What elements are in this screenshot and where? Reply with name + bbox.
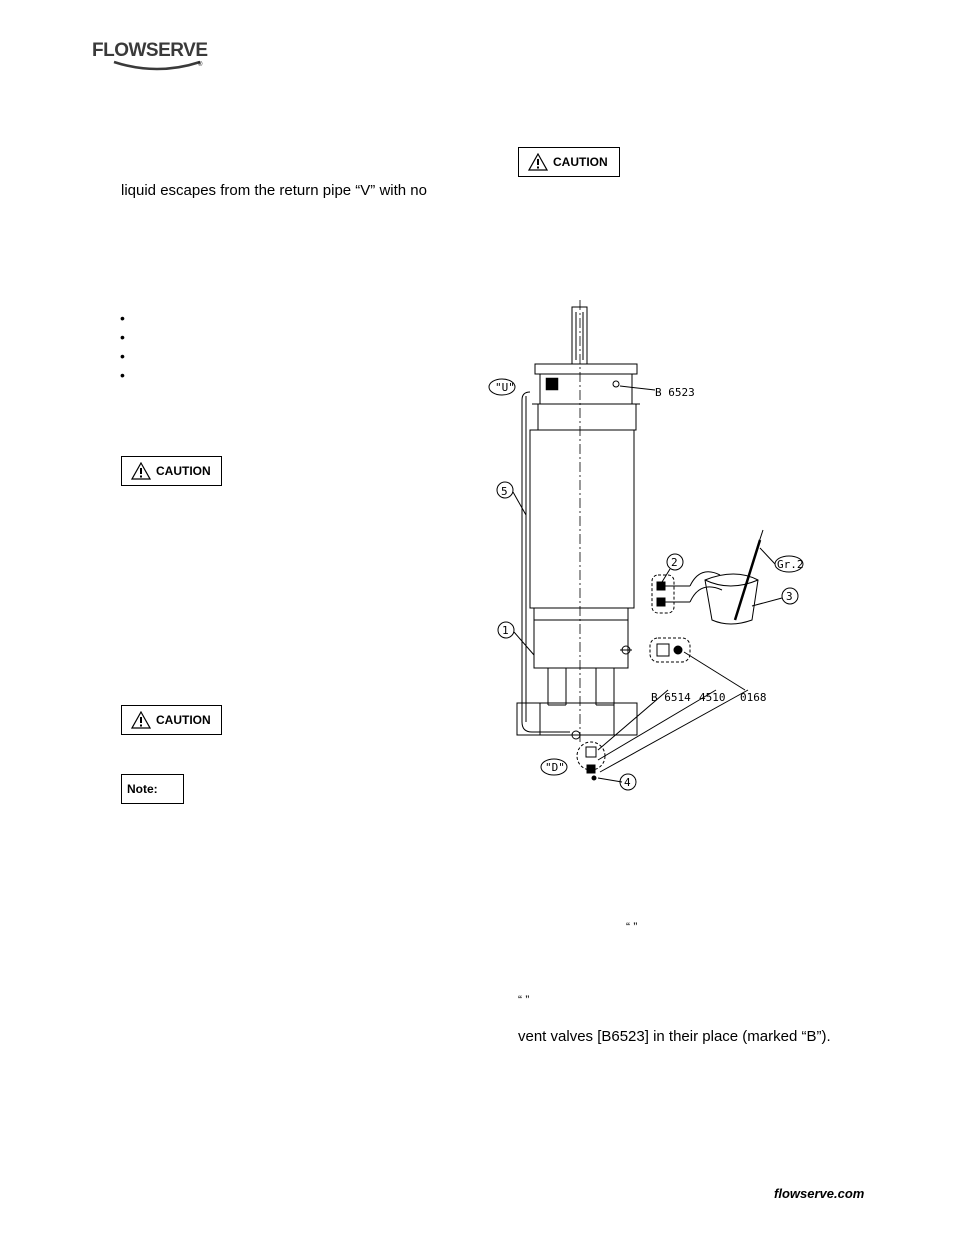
pump-technical-drawing: "U" B 6523 5 2 Gr.2 3 1 B 6514 4510 0168… <box>488 300 804 791</box>
bullet-3: • <box>120 348 125 364</box>
logo-registered-mark: ® <box>198 62 203 68</box>
vent-valves-text: vent valves [B6523] in their place (mark… <box>518 1028 831 1045</box>
logo-swoosh-icon <box>113 60 201 71</box>
quote-marks-mid: “ ” <box>626 920 638 934</box>
label-2: 2 <box>671 556 678 569</box>
quote-marks-lower: “ ” <box>518 993 530 1007</box>
caution-label: CAUTION <box>553 155 608 169</box>
label-5: 5 <box>501 485 508 498</box>
label-1: 1 <box>502 624 509 637</box>
warning-triangle-icon <box>131 462 151 480</box>
note-box: Note: <box>121 774 184 804</box>
caution-label: CAUTION <box>156 464 211 478</box>
warning-triangle-icon <box>131 711 151 729</box>
flowserve-logo: FLOWSERVE ® <box>92 40 208 76</box>
label-4510: 4510 <box>699 691 726 704</box>
label-4: 4 <box>624 776 631 789</box>
label-d: "D" <box>545 761 565 774</box>
logo-wordmark: FLOWSERVE <box>92 40 208 61</box>
label-3: 3 <box>786 590 793 603</box>
label-0168: 0168 <box>740 691 767 704</box>
caution-box-2: CAUTION <box>121 705 222 735</box>
label-b6523: B 6523 <box>655 386 695 399</box>
label-b6514: B 6514 <box>651 691 691 704</box>
bullet-1: • <box>120 310 125 326</box>
caution-label: CAUTION <box>156 713 211 727</box>
warning-triangle-icon <box>528 153 548 171</box>
bullet-4: • <box>120 367 125 383</box>
caution-box-top: CAUTION <box>518 147 620 177</box>
footer-website: flowserve.com <box>774 1186 865 1201</box>
label-gr2: Gr.2 <box>777 558 804 571</box>
label-u: "U" <box>495 381 515 394</box>
return-pipe-text: liquid escapes from the return pipe “V” … <box>121 182 427 199</box>
bullet-2: • <box>120 329 125 345</box>
caution-box-1: CAUTION <box>121 456 222 486</box>
